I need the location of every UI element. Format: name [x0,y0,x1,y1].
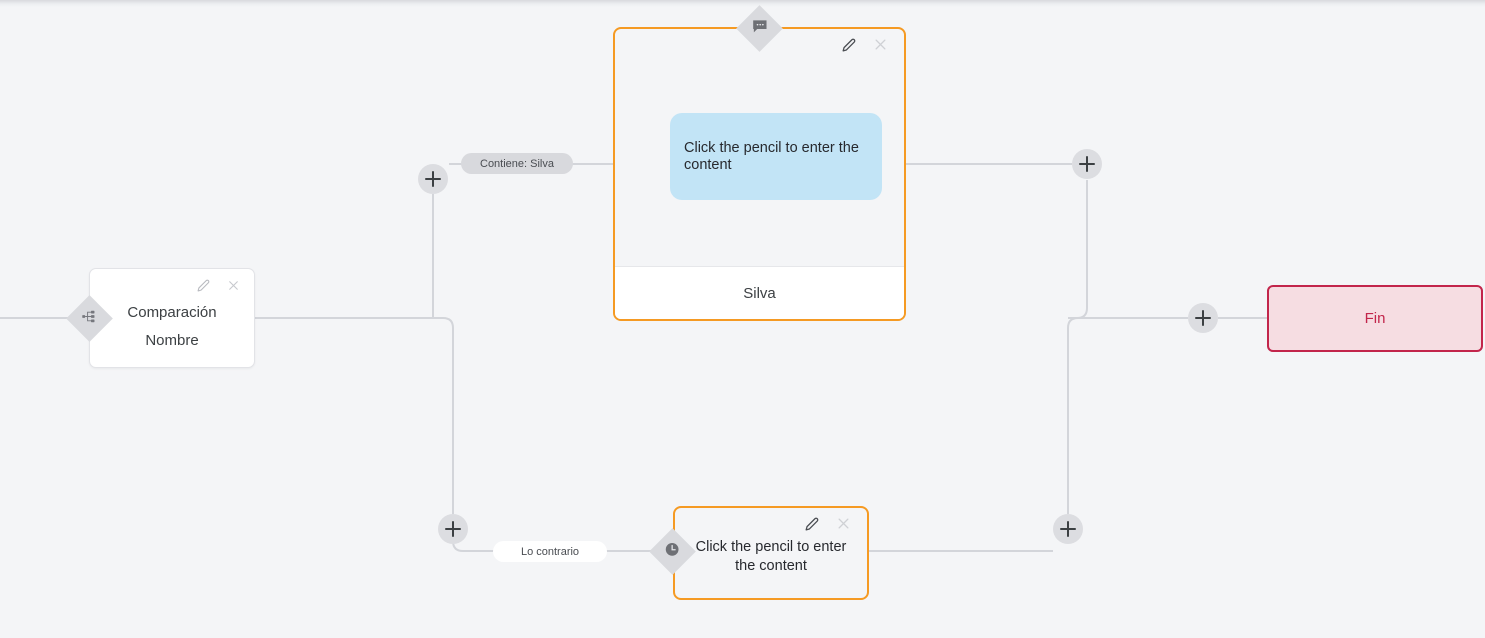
sitemap-icon [82,309,97,329]
message-card-badge[interactable] [736,5,783,52]
comparison-node-icons [197,279,240,297]
comparison-node[interactable]: Comparación Nombre [89,268,255,368]
end-node[interactable]: Fin [1267,285,1483,352]
speech-bubble-icon [752,18,768,39]
edge-label-branch-true-text: Contiene: Silva [480,157,554,170]
message-card-footer-label: Silva [743,284,776,302]
add-node-top-left[interactable] [418,164,448,194]
message-card-bubble[interactable]: Click the pencil to enter the content [670,113,882,200]
close-icon[interactable] [873,37,888,57]
end-node-label: Fin [1364,310,1386,327]
add-node-bottom-left[interactable] [438,514,468,544]
comparison-node-subtitle: Nombre [145,332,199,349]
delay-card-text: Click the pencil to enter the content [695,539,847,574]
comparison-node-body: Comparación Nombre [90,269,254,355]
message-card-footer: Silva [615,266,904,319]
comparison-badge[interactable] [66,295,113,342]
close-icon[interactable] [227,279,240,297]
edge-label-branch-false-text: Lo contrario [520,545,580,558]
clock-icon [664,541,681,563]
pencil-icon[interactable] [197,279,210,297]
add-node-top-right[interactable] [1072,149,1102,179]
delay-card[interactable]: Click the pencil to enter the content [673,506,869,600]
add-node-before-end[interactable] [1188,303,1218,333]
add-node-bottom-right[interactable] [1053,514,1083,544]
close-icon[interactable] [836,516,851,536]
pencil-icon[interactable] [842,38,856,57]
edge-label-branch-true[interactable]: Contiene: Silva [461,153,573,174]
top-chrome-strip [0,0,1485,7]
delay-card-icons [805,516,851,536]
message-card-bubble-text: Click the pencil to enter the content [684,139,859,173]
edge-label-branch-false[interactable]: Lo contrario [493,541,607,562]
message-card-icons [842,37,888,57]
delay-card-badge[interactable] [649,528,696,575]
pencil-icon[interactable] [805,517,819,536]
message-card[interactable]: Click the pencil to enter the content Si… [613,27,906,321]
comparison-node-title: Comparación [127,304,217,321]
